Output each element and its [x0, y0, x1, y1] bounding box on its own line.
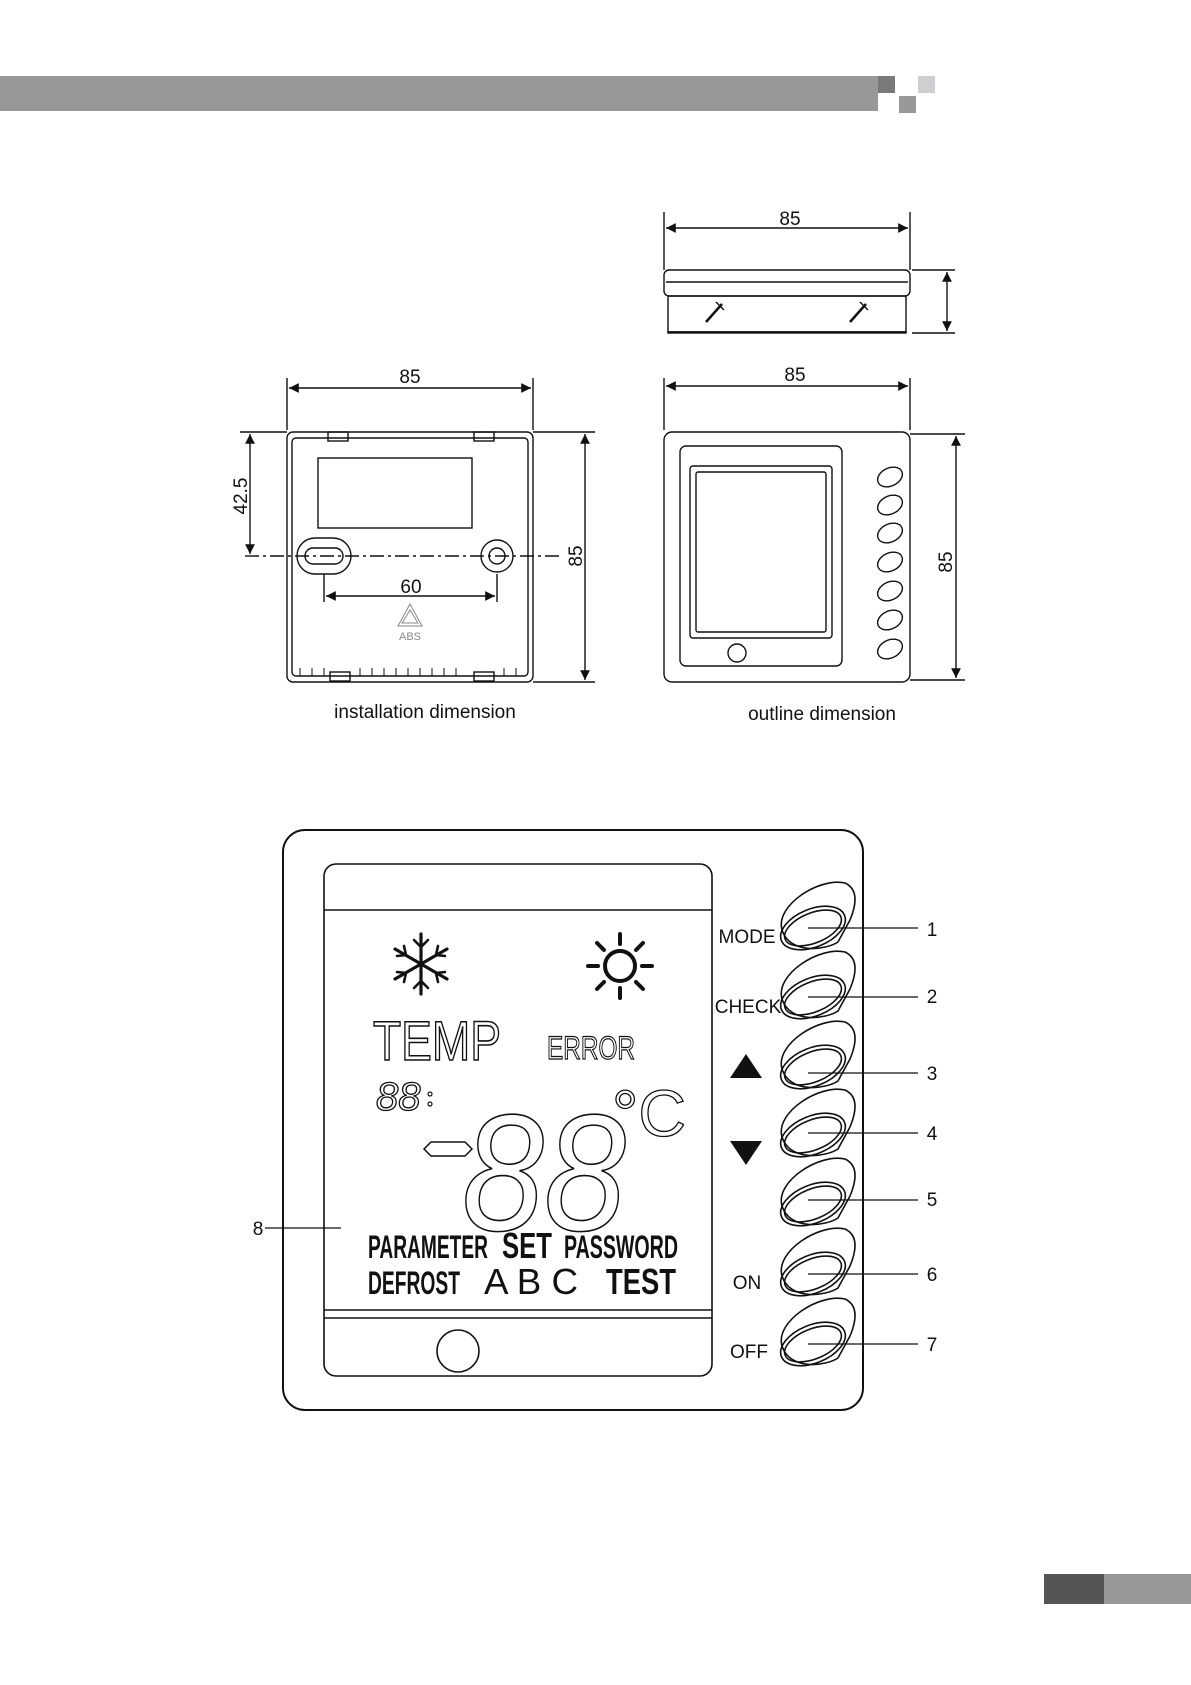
mode-button-label: MODE	[719, 927, 776, 948]
mode-button[interactable]	[774, 882, 918, 958]
small-digits: 88	[376, 1075, 421, 1119]
callout-2: 2	[927, 987, 938, 1008]
side-view	[664, 212, 955, 333]
side-width-label: 85	[779, 209, 800, 230]
controller-panel: TEMP ERROR 88 88 °C PARAMETER SET PASSWO…	[0, 800, 1191, 1440]
abc-label: A B C	[484, 1261, 578, 1302]
footer-tab-dark	[1044, 1574, 1104, 1604]
callout-6: 6	[927, 1265, 938, 1286]
defrost-label: DEFROST	[368, 1265, 460, 1301]
set-label: SET	[502, 1225, 552, 1266]
installation-height-label: 85	[566, 545, 587, 566]
parameter-label: PARAMETER	[368, 1229, 488, 1265]
unit-label: °C	[612, 1076, 686, 1150]
off-button[interactable]	[774, 1298, 918, 1374]
installation-caption: installation dimension	[334, 702, 516, 723]
temp-label: TEMP	[373, 1009, 501, 1072]
outline-caption: outline dimension	[748, 704, 896, 725]
blank-button[interactable]	[774, 1158, 918, 1234]
outline-drawing	[664, 378, 965, 682]
material-label: ABS	[399, 631, 421, 643]
button-group	[774, 882, 918, 1374]
callout-3: 3	[927, 1064, 938, 1085]
down-triangle-icon	[730, 1141, 762, 1165]
check-button-label: CHECK	[715, 997, 782, 1018]
installation-half-height-label: 42.5	[231, 478, 252, 515]
lcd-callout: 8	[253, 1219, 264, 1240]
installation-width-label: 85	[399, 367, 420, 388]
password-label: PASSWORD	[564, 1229, 678, 1265]
up-button[interactable]	[774, 1021, 918, 1097]
callout-7: 7	[927, 1335, 938, 1356]
callout-5: 5	[927, 1190, 938, 1211]
footer-tab-light	[1104, 1574, 1191, 1604]
hole-spacing-label: 60	[400, 577, 421, 598]
on-button-label: ON	[733, 1273, 762, 1294]
on-button[interactable]	[774, 1228, 918, 1304]
callout-1: 1	[927, 920, 938, 941]
sun-icon	[588, 934, 652, 998]
callout-4: 4	[927, 1124, 938, 1145]
snowflake-icon	[395, 934, 447, 994]
outline-height-label: 85	[936, 551, 957, 572]
check-button[interactable]	[774, 951, 918, 1027]
off-button-label: OFF	[730, 1342, 768, 1363]
outline-width-label: 85	[784, 365, 805, 386]
down-button[interactable]	[774, 1089, 918, 1165]
up-triangle-icon	[730, 1054, 762, 1078]
test-label: TEST	[606, 1261, 676, 1302]
dimension-drawings: 85	[0, 0, 1191, 740]
error-label: ERROR	[547, 1030, 635, 1066]
